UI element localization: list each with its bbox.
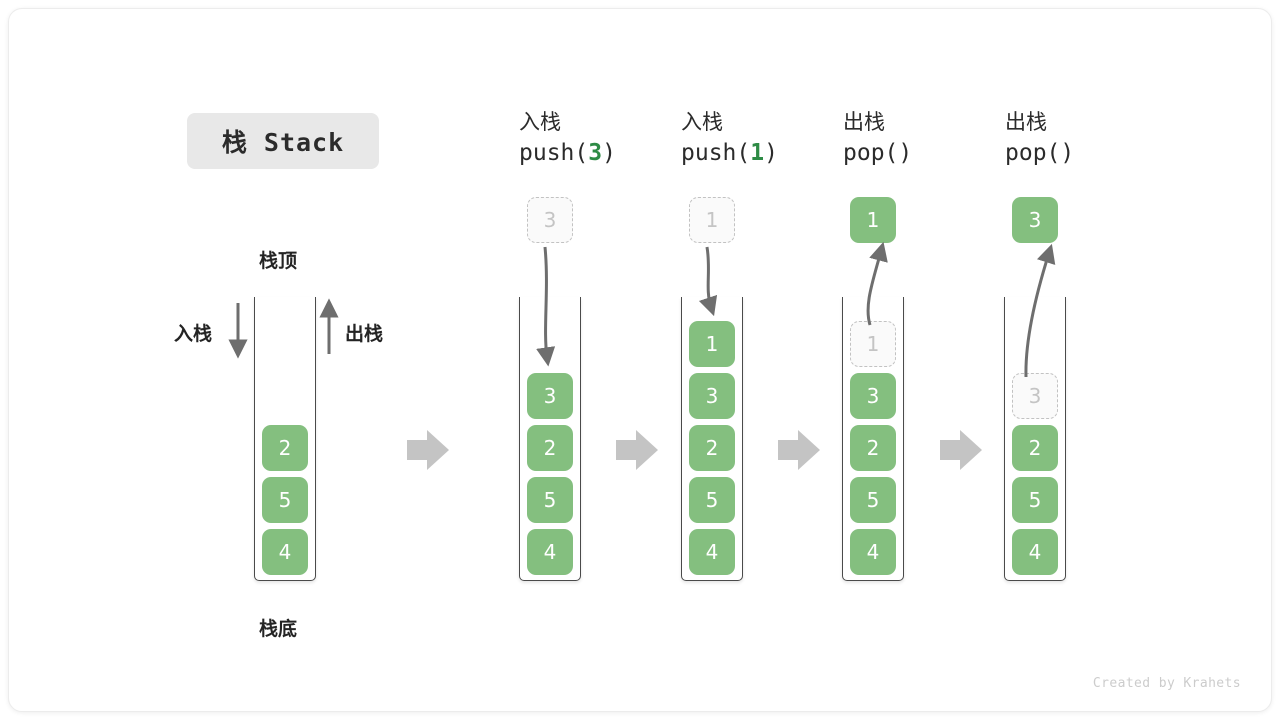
footer-credit: Created by Krahets xyxy=(1092,676,1241,691)
step-op-code-3: pop() xyxy=(843,140,913,166)
stack-cell: 4 xyxy=(262,529,308,575)
stack-cell: 1 xyxy=(689,321,735,367)
step-op-cn-2: 入栈 xyxy=(681,110,723,134)
stack-tube-step-1 xyxy=(519,297,581,581)
step-header-3: 出栈 pop() xyxy=(843,107,912,169)
stack-top-label: 栈顶 xyxy=(259,250,298,272)
stack-cell: 2 xyxy=(689,425,735,471)
stack-cell: 5 xyxy=(689,477,735,523)
diagram-title: 栈 Stack xyxy=(187,113,379,169)
stack-cell: 4 xyxy=(1012,529,1058,575)
stack-cell-removed: 3 xyxy=(1012,373,1058,419)
stack-cell: 5 xyxy=(262,477,308,523)
step-op-cn-4: 出栈 xyxy=(1005,110,1047,134)
stack-cell: 3 xyxy=(689,373,735,419)
transition-arrow-1 xyxy=(407,430,449,470)
stack-cell: 3 xyxy=(527,373,573,419)
diagram-card: 栈 Stack 栈顶 栈底 入栈 出栈 入栈 push(3) 入栈 push(1… xyxy=(8,8,1272,712)
stack-tube-step-4 xyxy=(1004,297,1066,581)
stack-cell: 3 xyxy=(850,373,896,419)
stack-tube-initial xyxy=(254,297,316,581)
stack-cell: 2 xyxy=(1012,425,1058,471)
stack-cell-removed: 1 xyxy=(850,321,896,367)
transition-arrow-4 xyxy=(940,430,982,470)
stack-cell: 4 xyxy=(689,529,735,575)
stack-tube-step-3 xyxy=(842,297,904,581)
stack-cell: 4 xyxy=(527,529,573,575)
diagram-stage: 栈 Stack 栈顶 栈底 入栈 出栈 入栈 push(3) 入栈 push(1… xyxy=(9,9,1271,711)
step-op-code-4: pop() xyxy=(1005,140,1075,166)
floating-cell-step-1: 3 xyxy=(527,197,573,243)
stack-cell: 4 xyxy=(850,529,896,575)
floating-cell-step-2: 1 xyxy=(689,197,735,243)
step-op-code-1: push(3) xyxy=(519,140,616,166)
step-op-cn-3: 出栈 xyxy=(843,110,885,134)
push-direction-label: 入栈 xyxy=(174,323,213,345)
step-header-2: 入栈 push(1) xyxy=(681,107,778,169)
stack-cell: 5 xyxy=(850,477,896,523)
transition-arrow-2 xyxy=(616,430,658,470)
stack-cell: 2 xyxy=(262,425,308,471)
stack-cell: 2 xyxy=(850,425,896,471)
step-header-1: 入栈 push(3) xyxy=(519,107,616,169)
stack-bottom-label: 栈底 xyxy=(259,618,298,640)
floating-cell-step-3: 1 xyxy=(850,197,896,243)
stack-tube-step-2 xyxy=(681,297,743,581)
pop-direction-label: 出栈 xyxy=(345,323,384,345)
stack-cell: 2 xyxy=(527,425,573,471)
floating-cell-step-4: 3 xyxy=(1012,197,1058,243)
transition-arrow-3 xyxy=(778,430,820,470)
step-header-4: 出栈 pop() xyxy=(1005,107,1074,169)
stack-cell: 5 xyxy=(1012,477,1058,523)
step-op-code-2: push(1) xyxy=(681,140,778,166)
step-op-cn-1: 入栈 xyxy=(519,110,561,134)
stack-cell: 5 xyxy=(527,477,573,523)
